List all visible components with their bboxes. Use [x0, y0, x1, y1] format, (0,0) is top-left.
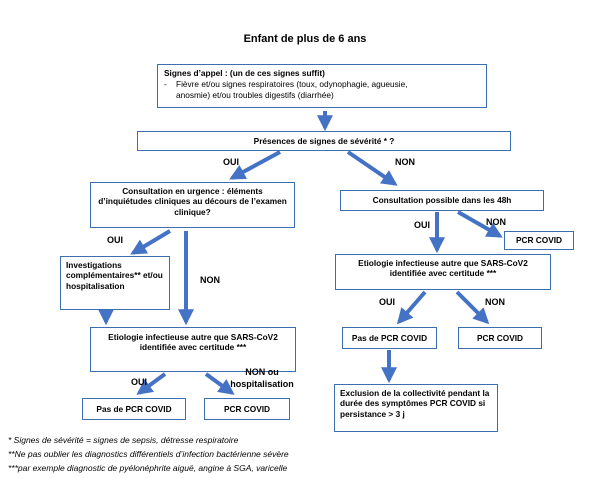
- label-non-48h: NON: [486, 217, 506, 227]
- arrow-etio-right-to-pcr: [455, 290, 490, 325]
- label-oui-48h: OUI: [413, 220, 430, 230]
- pcr-covid-box-left: PCR COVID: [204, 398, 290, 420]
- signes-appel-box: Signes d’appel : (un de ces signes suffi…: [157, 64, 487, 108]
- signes-appel-title: Signes d’appel : (un de ces signes suffi…: [164, 68, 325, 78]
- label-oui-severite: OUI: [222, 157, 239, 167]
- signes-appel-dash: -: [164, 79, 167, 90]
- signes-appel-line: - Fièvre et/ou signes respiratoires (tou…: [164, 79, 480, 100]
- label-oui-etiologie-left: OUI: [130, 377, 147, 387]
- arrow-48h-to-pcr: [457, 210, 503, 238]
- severite-box: Présences de signes de sévérité * ?: [137, 131, 511, 151]
- signes-appel-line1: Fièvre et/ou signes respiratoires (toux,…: [176, 79, 408, 90]
- label-non-etiologie-left: NON ou hospitalisation: [230, 367, 294, 389]
- pas-pcr-covid-box-right: Pas de PCR COVID: [342, 327, 437, 349]
- label-non-severite: NON: [395, 157, 415, 167]
- label-non-etiologie-right: NON: [485, 297, 505, 307]
- arrow-etio-left-to-pas-pcr: [136, 372, 167, 395]
- arrow-etio-left-to-pcr: [204, 372, 235, 395]
- consultation-urgence-box: Consultation en urgence : éléments d’inq…: [90, 182, 295, 228]
- etiologie-right-box: Etiologie infectieuse autre que SARS-CoV…: [335, 254, 551, 290]
- label-oui-etiologie-right: OUI: [378, 297, 395, 307]
- arrow-urgence-to-investigations: [130, 229, 172, 255]
- label-non-urgence: NON: [200, 275, 220, 285]
- pas-pcr-covid-box-left: Pas de PCR COVID: [82, 398, 186, 420]
- pcr-covid-box-right: PCR COVID: [458, 327, 542, 349]
- arrow-etio-right-to-pas-pcr: [396, 290, 427, 325]
- arrow-severite-to-48h: [346, 150, 398, 186]
- signes-appel-text: Fièvre et/ou signes respiratoires (toux,…: [176, 79, 408, 100]
- label-oui-urgence: OUI: [106, 235, 123, 245]
- footnote-exemples: ***par exemple diagnostic de pyélonéphri…: [8, 463, 288, 473]
- footnote-diagnostics: **Ne pas oublier les diagnostics différe…: [8, 449, 289, 459]
- etiologie-left-box: Etiologie infectieuse autre que SARS-CoV…: [90, 327, 296, 372]
- pcr-covid-box-48h: PCR COVID: [504, 231, 574, 250]
- diagram-title: Enfant de plus de 6 ans: [243, 33, 367, 45]
- consultation-48h-box: Consultation possible dans les 48h: [340, 190, 544, 211]
- footnote-severite: * Signes de sévérité = signes de sepsis,…: [8, 435, 239, 445]
- exclusion-box: Exclusion de la collectivité pendant la …: [334, 384, 498, 432]
- signes-appel-line2: anosmie) et/ou troubles digestifs (diarr…: [176, 89, 334, 100]
- investigations-box: Investigations complémentaires** et/ou h…: [60, 256, 170, 310]
- arrow-severite-to-urgence: [229, 150, 281, 180]
